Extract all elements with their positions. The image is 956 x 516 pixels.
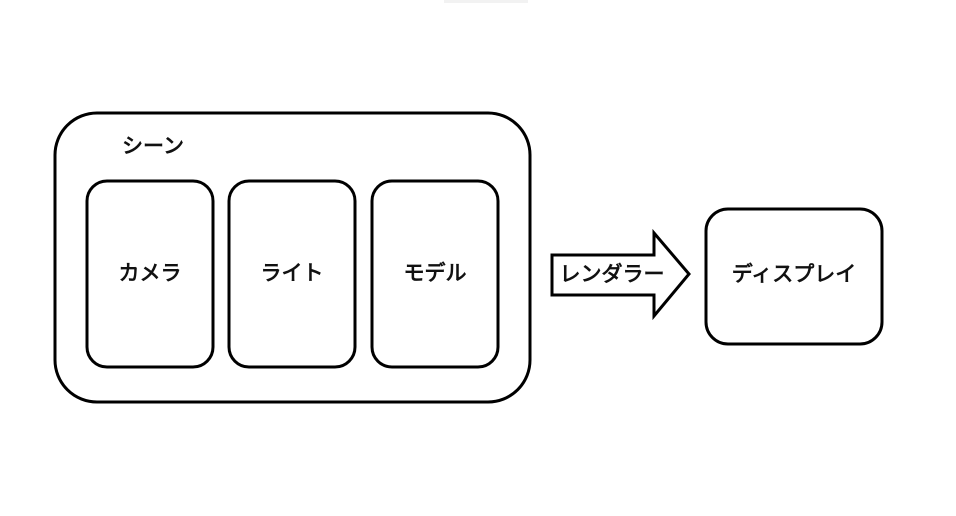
model-box <box>370 179 500 369</box>
display-group: ディスプレイ <box>704 207 884 346</box>
scene-group: シーン カメラ ライト モデル <box>53 111 532 404</box>
renderer-label: レンダラー <box>560 262 665 286</box>
model-label: モデル <box>404 261 467 285</box>
scene-label: シーン <box>122 134 184 158</box>
display-label: ディスプレイ <box>732 262 857 286</box>
arrow-shape <box>550 228 691 321</box>
renderer-arrow: レンダラー <box>550 228 691 321</box>
light-box <box>227 179 357 369</box>
top-mark <box>444 0 528 3</box>
display-box <box>704 207 884 346</box>
camera-label: カメラ <box>119 261 182 285</box>
camera-box <box>85 179 215 369</box>
light-label: ライト <box>261 261 324 285</box>
